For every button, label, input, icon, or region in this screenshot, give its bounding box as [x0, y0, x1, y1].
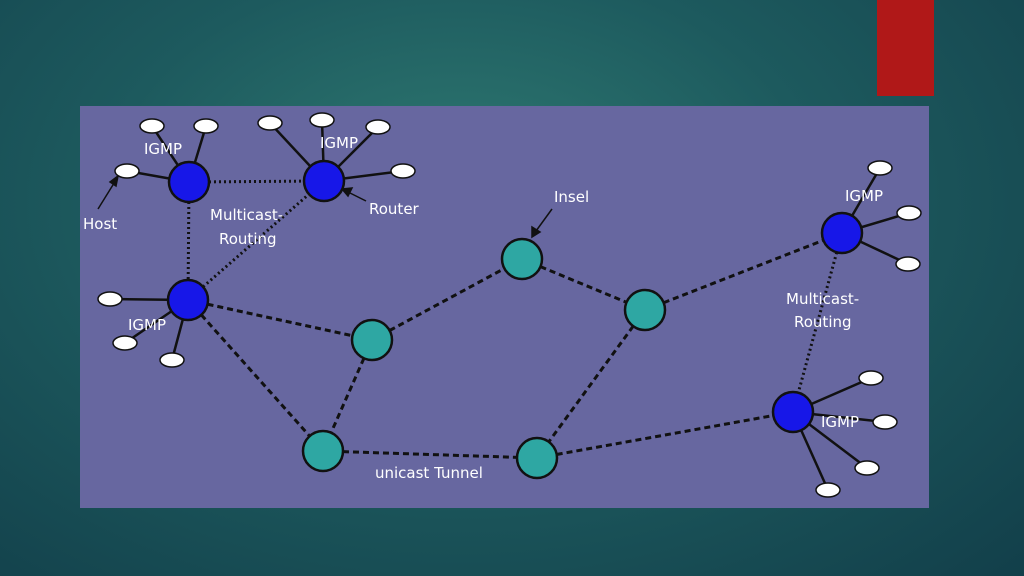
islands	[301, 237, 667, 480]
host-node	[114, 163, 140, 179]
tunnel-link	[521, 257, 646, 312]
multicast-link	[791, 232, 844, 413]
accent-bar	[877, 0, 934, 96]
routers	[166, 159, 864, 434]
igmp-label: IGMP	[144, 140, 182, 158]
host-node	[872, 414, 898, 430]
annotation-arrows	[97, 174, 553, 239]
igmp-label: IGMP	[845, 187, 883, 205]
island-node	[515, 436, 559, 480]
host-node	[257, 115, 283, 131]
insel-arrow-head	[531, 225, 542, 239]
host-node	[815, 482, 841, 498]
insel-label: Insel	[554, 188, 589, 206]
multicast-routing-label-line2: Routing	[794, 313, 852, 331]
tunnel-link	[535, 309, 647, 459]
island-node	[500, 237, 544, 281]
multicast-routing-label-line2: Routing	[219, 230, 277, 248]
igmp-label: IGMP	[821, 413, 859, 431]
island-node	[301, 429, 345, 473]
host-node	[365, 119, 391, 135]
router-node	[167, 160, 211, 204]
unicast-tunnel-label: unicast Tunnel	[375, 464, 483, 482]
tunnel-link	[644, 231, 843, 312]
router-node	[820, 211, 864, 255]
router-node	[166, 278, 210, 322]
multicast-routing-label-line1: Multicast-	[786, 290, 859, 308]
router-arrow	[347, 191, 367, 202]
tunnel-link	[536, 410, 794, 460]
host-node	[390, 163, 416, 179]
router-node	[302, 159, 346, 203]
host-arrow-head	[108, 174, 120, 188]
unicast-tunnel-links	[186, 231, 843, 460]
host-node	[895, 256, 921, 272]
router-node	[771, 390, 815, 434]
router-label: Router	[369, 200, 420, 218]
host-node	[97, 291, 123, 307]
host-node	[309, 112, 335, 128]
host-node	[858, 370, 884, 386]
host-node	[159, 352, 185, 368]
tunnel-link	[371, 257, 523, 342]
multicast-routing-links	[186, 179, 844, 413]
tunnel-link	[186, 299, 325, 452]
hosts	[97, 112, 922, 498]
host-node	[193, 118, 219, 134]
insel-arrow	[535, 208, 553, 232]
host-node	[867, 160, 893, 176]
multicast-routing-label-line1: Multicast-	[210, 206, 283, 224]
island-node	[623, 288, 667, 332]
tunnel-link	[187, 298, 373, 342]
host-node	[896, 205, 922, 221]
igmp-label: IGMP	[320, 134, 358, 152]
host-label: Host	[83, 215, 117, 233]
igmp-label: IGMP	[128, 316, 166, 334]
host-node	[854, 460, 880, 476]
diagram-panel: IGMP IGMP IGMP IGMP IGMP Host Router Mul…	[80, 106, 929, 508]
host-node	[112, 335, 138, 351]
host-node	[139, 118, 165, 134]
tunnel-link	[322, 449, 538, 460]
island-node	[350, 318, 394, 362]
network-diagram: IGMP IGMP IGMP IGMP IGMP Host Router Mul…	[80, 106, 929, 508]
router-arrow-head	[340, 187, 354, 198]
multicast-link	[187, 179, 325, 302]
